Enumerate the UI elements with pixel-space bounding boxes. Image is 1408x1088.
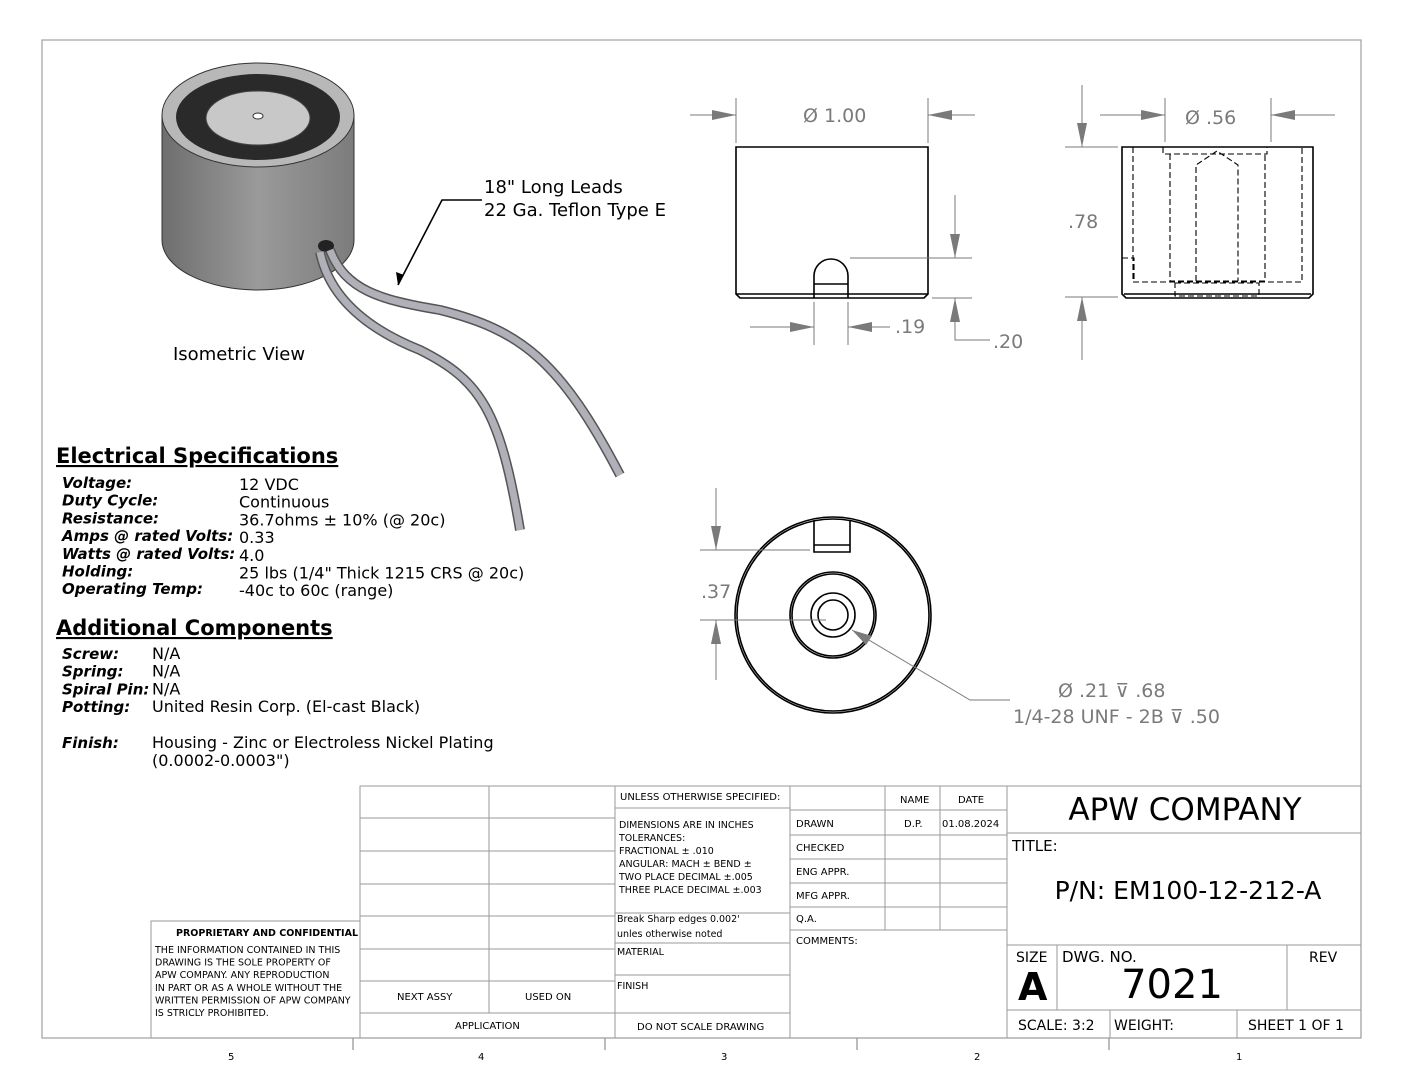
finish-label: FINISH [617, 981, 648, 992]
component-value: N/A [152, 662, 180, 681]
dim-bottom-offset: .37 [701, 581, 731, 603]
mfg-appr-label: MFG APPR. [796, 891, 850, 902]
isometric-view-label: Isometric View [173, 344, 305, 365]
material-label: MATERIAL [617, 947, 665, 958]
zone-labels: 5 4 3 2 1 [228, 1038, 1242, 1063]
isometric-view: Isometric View 18" Long Leads 22 Ga. Tef… [161, 62, 666, 531]
lead-note-gauge: 22 Ga. Teflon Type E [484, 200, 666, 221]
qa-label: Q.A. [796, 914, 817, 925]
do-not-scale: DO NOT SCALE DRAWING [637, 1022, 764, 1033]
front-view: Ø 1.00 .19 .20 [690, 98, 1023, 353]
dim-slot-height: .20 [993, 331, 1023, 353]
proprietary-title: PROPRIETARY AND CONFIDENTIAL [176, 928, 358, 939]
dwg-no-value: 7021 [1121, 962, 1223, 1008]
spec-value: 0.33 [239, 528, 275, 547]
finish-value-2: (0.0002-0.0003") [152, 751, 290, 770]
size-value: A [1018, 965, 1048, 1009]
side-view: Ø .56 .78 [1065, 85, 1335, 360]
spec-key: Duty Cycle: [62, 492, 158, 510]
proprietary-text-line: THE INFORMATION CONTAINED IN THIS [154, 945, 340, 956]
drawn-date: 01.08.2024 [942, 819, 999, 830]
dim-front-diameter: Ø 1.00 [803, 105, 866, 127]
title-block [150, 785, 1362, 1039]
spec-key: Amps @ rated Volts: [61, 527, 233, 545]
component-key: Spring: [62, 663, 124, 681]
component-key: Screw: [62, 645, 119, 663]
title-label: TITLE: [1011, 837, 1058, 855]
title-block-text: PROPRIETARY AND CONFIDENTIAL THE INFORMA… [154, 792, 1344, 1034]
spec-value: Continuous [239, 493, 329, 512]
tolerance-line: THREE PLACE DECIMAL ±.003 [618, 885, 762, 896]
zone-1: 1 [1236, 1052, 1242, 1063]
spec-key: Watts @ rated Volts: [62, 545, 235, 563]
component-key: Potting: [62, 698, 130, 716]
comments-label: COMMENTS: [796, 936, 858, 947]
lead-note-length: 18" Long Leads [484, 177, 623, 198]
dim-height: .78 [1068, 211, 1098, 233]
proprietary-text-line: WRITTEN PERMISSION OF APW COMPANY [155, 995, 351, 1006]
zone-2: 2 [974, 1052, 980, 1063]
size-label: SIZE [1016, 950, 1047, 966]
company-name: APW COMPANY [1068, 792, 1301, 828]
tolerance-line: ANGULAR: MACH ± BEND ± [619, 859, 752, 870]
name-header: NAME [900, 795, 929, 806]
additional-heading: Additional Components [56, 616, 333, 640]
spec-value: 36.7ohms ± 10% (@ 20c) [239, 510, 445, 529]
weight-label: WEIGHT: [1114, 1018, 1174, 1034]
tolerance-line: TWO PLACE DECIMAL ±.005 [618, 872, 753, 883]
break-edges-1: Break Sharp edges 0.002' [617, 914, 740, 925]
rev-label: REV [1309, 950, 1338, 966]
sheet-label: SHEET 1 OF 1 [1248, 1018, 1344, 1034]
proprietary-text-line: IN PART OR AS A WHOLE WITHOUT THE [155, 983, 342, 994]
electrical-specifications: Electrical Specifications Voltage: 12 VDC… [56, 444, 524, 600]
unless-specified: UNLESS OTHERWISE SPECIFIED: [620, 792, 780, 803]
additional-components: Additional Components Screw: N/A Spring: N/… [56, 616, 494, 770]
spec-key: Voltage: [62, 474, 132, 492]
spec-key: Operating Temp: [62, 580, 203, 598]
tolerance-line: FRACTIONAL ± .010 [619, 846, 714, 857]
spec-key: Resistance: [62, 509, 159, 527]
dim-side-diameter: Ø .56 [1185, 107, 1236, 129]
drawn-label: DRAWN [796, 819, 834, 830]
component-value: United Resin Corp. (El-cast Black) [152, 697, 420, 716]
component-value: N/A [152, 644, 180, 663]
finish-value-1: Housing - Zinc or Electroless Nickel Pla… [152, 733, 494, 752]
component-key: Spiral Pin: [62, 680, 149, 698]
dim-slot-width: .19 [895, 316, 925, 338]
finish-key: Finish: [62, 734, 119, 752]
spec-value: 12 VDC [239, 475, 299, 494]
zone-3: 3 [721, 1052, 727, 1063]
proprietary-text-line: APW COMPANY. ANY REPRODUCTION [155, 970, 330, 981]
eng-appr-label: ENG APPR. [796, 867, 849, 878]
tolerance-line: DIMENSIONS ARE IN INCHES [619, 820, 754, 831]
spec-value: -40c to 60c (range) [239, 581, 393, 600]
used-on-label: USED ON [525, 992, 571, 1003]
dwg-no-label: DWG. NO. [1062, 948, 1137, 966]
spec-value: 4.0 [239, 546, 264, 565]
dim-hole-drill: Ø .21 ⊽ .68 [1058, 680, 1165, 702]
spec-value: 25 lbs (1/4" Thick 1215 CRS @ 20c) [239, 564, 524, 583]
break-edges-2: unles otherwise noted [617, 929, 722, 940]
scale-label: SCALE: 3:2 [1018, 1018, 1095, 1034]
proprietary-text-line: IS STRICLY PROHIBITED. [155, 1008, 269, 1019]
tolerance-line: TOLERANCES: [618, 833, 685, 844]
zone-5: 5 [228, 1052, 234, 1063]
next-assy-label: NEXT ASSY [397, 992, 453, 1003]
component-value: N/A [152, 679, 180, 698]
proprietary-text-line: DRAWING IS THE SOLE PROPERTY OF [155, 958, 331, 969]
bottom-view: .37 Ø .21 ⊽ .68 1/4-28 UNF - 2B ⊽ .50 [700, 488, 1220, 728]
application-label: APPLICATION [455, 1021, 520, 1032]
dim-hole-thread: 1/4-28 UNF - 2B ⊽ .50 [1013, 706, 1220, 728]
part-number: P/N: EM100-12-212-A [1055, 876, 1322, 905]
checked-label: CHECKED [796, 843, 845, 854]
spec-key: Holding: [62, 563, 133, 581]
zone-4: 4 [478, 1052, 484, 1063]
electrical-heading: Electrical Specifications [56, 444, 338, 468]
date-header: DATE [958, 795, 984, 806]
drawn-name: D.P. [904, 819, 923, 830]
